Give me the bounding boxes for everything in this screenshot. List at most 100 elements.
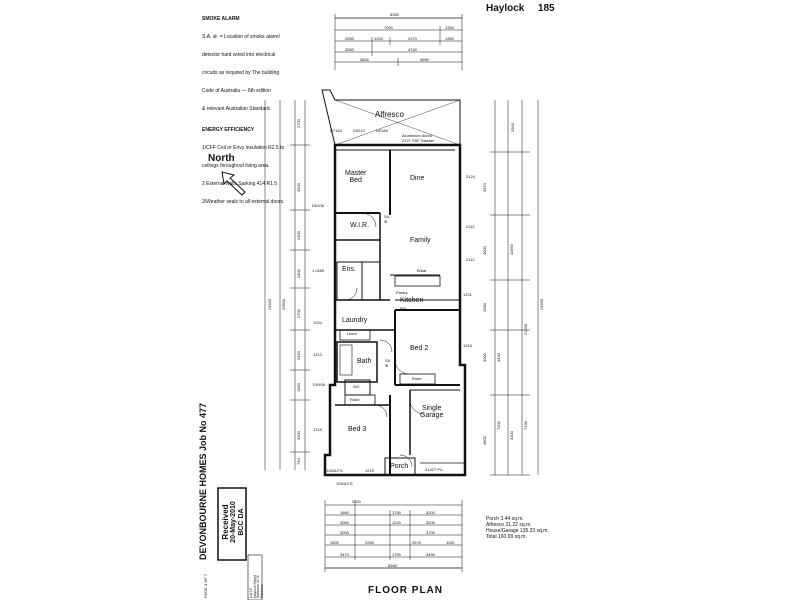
window-code: 1215 [463, 343, 472, 348]
bottom-dim: 3000 [340, 520, 349, 525]
room-family: Family [410, 237, 431, 244]
room-single-garage: Single Garage [420, 405, 444, 419]
bottom-dim: 1790 [392, 552, 401, 557]
left-dim: 1950 [296, 383, 301, 392]
top-dim: 7000 [384, 25, 393, 30]
bottom-dim: 1790 [392, 510, 401, 515]
left-dim: 2400 [296, 231, 301, 240]
right-dim: 3970 [482, 183, 487, 192]
stamp-bcc: BCC DA [238, 508, 245, 536]
room-porch: Porch [390, 463, 409, 470]
room-wc: WC [353, 384, 360, 389]
stamp-date: 20-May-2010 [230, 501, 237, 543]
energy-title: ENERGY EFFICIENCY [202, 127, 255, 133]
bottom-dim: 1220 [392, 520, 401, 525]
area-line: Total 160.99 sq.m. [486, 534, 527, 540]
received-stamp: Received 20-May-2010 BCC DA [221, 488, 246, 556]
right-dim: 3440 [496, 353, 501, 362]
bottom-dim: 3700 [426, 530, 435, 535]
left-overall-dim: 20500 [281, 298, 286, 310]
smoke-line: Code of Australia — 6th edition [202, 88, 271, 94]
smoke-alarm-title: SMOKE ALARM [202, 16, 240, 22]
top-dim: 2550 [345, 36, 354, 41]
window-code: D0210 [353, 128, 365, 133]
bottom-dim: 1860 [340, 510, 349, 515]
floor-plan-title: FLOOR PLAN [368, 585, 443, 596]
bottom-dim: 3470 [340, 552, 349, 557]
left-dim: 4500 [296, 183, 301, 192]
room-alfresco: Alfresco [375, 110, 404, 119]
left-dim: 2400 [296, 269, 301, 278]
page-label: PAGE 4 OF 7 [203, 573, 208, 598]
right-dim: 3300 [510, 123, 515, 132]
bottom-dim: 1500 [330, 540, 339, 545]
garage-door-note: 2142T P/L [425, 467, 444, 472]
left-dim: 2700 [296, 309, 301, 318]
window-code: 2112 [466, 224, 475, 229]
room-laundry: Laundry [342, 317, 368, 324]
window-code: D0184 [376, 128, 388, 133]
right-dim: 7000 [496, 421, 501, 430]
smoke-line: & relevant Australian Standard. [202, 106, 271, 112]
stamp-received: Received [221, 504, 230, 540]
ref-note: R/F [400, 306, 407, 311]
window-code: 1221 [463, 292, 472, 297]
right-dim: 4000 [482, 246, 487, 255]
right-dim: 2980 [482, 303, 487, 312]
lot-line: Rainbow [259, 584, 264, 598]
room-bath: Bath [357, 358, 372, 365]
smoke-alarm-notes: SMOKE ALARM S.A. ⊕ = Location of smoke a… [202, 4, 342, 211]
smoke-line: circuits as required by The building [202, 70, 280, 76]
right-overall-dim: 7140 [523, 421, 528, 430]
top-dim: 3690 [420, 57, 429, 62]
top-dim: 1350 [445, 36, 454, 41]
area-line: Porch 3.44 sq.m. [486, 516, 524, 522]
bottom-dim: 3490 [426, 552, 435, 557]
window-code: D0106 [312, 203, 324, 208]
window-code: 1204 [313, 320, 322, 325]
builder-job-label: DEVONBOURNE HOMES Job No 477 [198, 402, 208, 560]
energy-line: 3/Weather seals to all external doors. [202, 199, 285, 205]
left-dim: 744 [296, 458, 301, 465]
north-label: North [208, 153, 235, 164]
energy-line: 2 External walls Sarking 414 R1.5 [202, 181, 278, 187]
bbar-note: B/bar [417, 268, 427, 273]
smoke-alarm-marker: SA ⊕ [384, 214, 390, 224]
top-dim: 4740 [408, 47, 417, 52]
area-line: Alfresco 21.22 sq.m. [486, 522, 532, 528]
bottom-dim: 3200 [426, 520, 435, 525]
area-line: House/Garage 135.33 sq.m. [486, 528, 549, 534]
room-dine: Dine [410, 175, 425, 182]
room-robe: Robe [412, 376, 422, 381]
top-dim-overall: 8350 [390, 12, 399, 17]
bottom-dim: 3000 [340, 530, 349, 535]
aluminium-note: Aluminium doors 2127 SSF Stacker [402, 133, 435, 143]
top-dim: 2970 [408, 36, 417, 41]
room-kitchen: Kitchen [400, 297, 424, 304]
window-code: 1284LFG [336, 481, 353, 486]
bottom-dim: 2250 [365, 540, 374, 545]
bottom-dim: 3200 [426, 510, 435, 515]
window-code: 1215 [365, 468, 374, 473]
left-dim: 2700 [296, 119, 301, 128]
left-overall-dim: 24500 [267, 298, 272, 310]
top-dim: 2550 [345, 47, 354, 52]
smoke-alarm-marker: SA ⊕ [385, 358, 391, 368]
right-overall-dim: 21200 [523, 323, 528, 335]
top-dim: 1350 [445, 25, 454, 30]
smoke-line: detector hard wired into electrical [202, 52, 276, 58]
energy-line: 1/CFF Ceil or Envy insulation R2.5 to [202, 145, 285, 151]
left-dim: 3300 [296, 431, 301, 440]
left-dim: 2490 [296, 351, 301, 360]
window-code: 2124 [466, 174, 475, 179]
window-code: D0906 [313, 382, 325, 387]
bottom-dim: 2020 [352, 499, 361, 504]
window-code: 1213 [313, 352, 322, 357]
north-arrow-icon [221, 171, 246, 196]
right-overall-dim: 24500 [539, 298, 544, 310]
page-header: Haylock 185 [486, 3, 555, 14]
bottom-dim-overall: 8350 [388, 563, 397, 568]
energy-line: ceilings throughout living area. [202, 163, 270, 169]
top-dim: 3600 [360, 57, 369, 62]
area-schedule: Porch 3.44 sq.m. Alfresco 21.22 sq.m. Ho… [486, 516, 549, 540]
